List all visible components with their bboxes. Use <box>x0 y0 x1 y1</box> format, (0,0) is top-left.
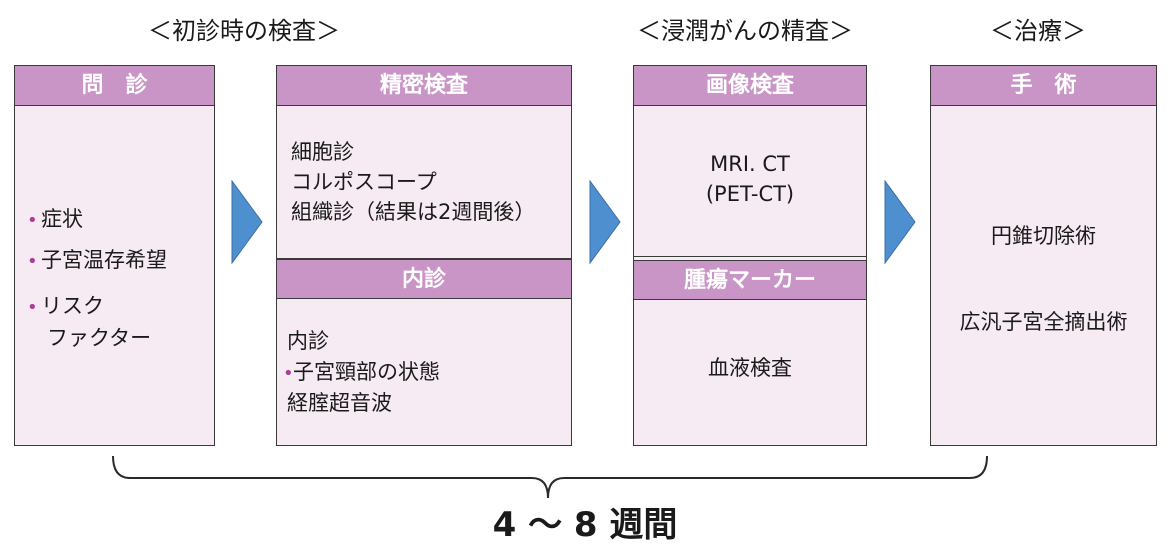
interview-item-risk: •リスク <box>27 292 104 322</box>
arrow-right-icon <box>884 180 916 264</box>
imaging-line-mri-ct: MRI. CT <box>710 152 790 176</box>
duration-label: 4 ～ 8 週間 <box>492 505 678 545</box>
internal-line-ultrasound: 経腟超音波 <box>287 391 392 415</box>
detailed-exam-box: 精密検査 細胞診 コルポスコープ 組織診（結果は2週間後） 内診 内診 •子宮頸… <box>276 65 572 446</box>
imaging-line-pet-ct: (PET-CT) <box>705 182 795 206</box>
bullet-icon: • <box>27 297 38 318</box>
section-title-treatment: ＜治療＞ <box>990 17 1086 45</box>
interview-header: 問 診 <box>15 66 214 106</box>
tumor-marker-line-blood: 血液検査 <box>708 356 792 380</box>
detailed-separator <box>277 258 571 259</box>
arrow-right-icon <box>589 180 621 264</box>
surgery-line-radical-hysterectomy: 広汎子宮全摘出術 <box>959 310 1128 334</box>
internal-line-exam: 内診 <box>287 329 329 353</box>
interview-item-symptoms: •症状 <box>27 205 83 235</box>
arrow-right-icon <box>231 180 263 264</box>
interview-box: 問 診 •症状 •子宮温存希望 •リスク ファクター <box>14 65 215 446</box>
bullet-icon: • <box>27 210 38 231</box>
surgery-line-conization: 円錐切除術 <box>991 224 1096 248</box>
section-title-invasive-exam: ＜浸潤がんの精査＞ <box>637 17 853 45</box>
interview-item-factor: ファクター <box>47 326 152 350</box>
imaging-header: 画像検査 <box>634 66 866 106</box>
section-title-initial-exam: ＜初診時の検査＞ <box>148 17 340 45</box>
surgery-header: 手 術 <box>931 66 1156 106</box>
internal-exam-header: 内診 <box>277 259 571 299</box>
bullet-icon: • <box>283 363 294 384</box>
tumor-marker-header: 腫瘍マーカー <box>634 260 866 300</box>
detailed-exam-header: 精密検査 <box>277 66 571 106</box>
interview-item-fertility: •子宮温存希望 <box>27 246 167 276</box>
internal-line-cervix: •子宮頸部の状態 <box>283 358 440 388</box>
detailed-line-colposcope: コルポスコープ <box>291 170 437 194</box>
surgery-box: 手 術 円錐切除術 広汎子宮全摘出術 <box>930 65 1157 446</box>
timeline-brace <box>112 455 988 499</box>
detailed-line-cytology: 細胞診 <box>291 140 354 164</box>
imaging-separator <box>634 256 866 257</box>
imaging-box: 画像検査 MRI. CT (PET-CT) 腫瘍マーカー 血液検査 <box>633 65 867 446</box>
bullet-icon: • <box>27 251 38 272</box>
detailed-line-biopsy: 組織診（結果は2週間後） <box>291 200 536 224</box>
